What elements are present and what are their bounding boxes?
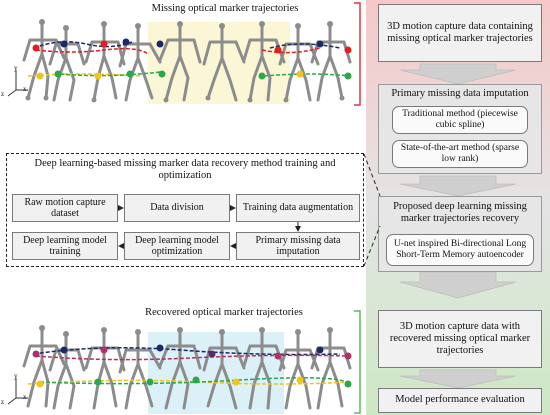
flow-arrows xyxy=(399,63,517,389)
traditional-method-box: Traditional method (piecewise cubic spli… xyxy=(392,106,528,134)
top-axis-x: x xyxy=(23,85,27,93)
method-panel xyxy=(6,153,364,267)
upper-trajectory-left xyxy=(33,41,133,49)
step-data-division: Data division xyxy=(124,194,230,222)
upper-markers xyxy=(32,38,352,54)
lower-markers xyxy=(36,70,352,80)
top-bracket xyxy=(354,2,361,106)
step-training-augmentation: Training data augmentation xyxy=(236,194,360,222)
panel-connectors xyxy=(363,153,381,267)
recovered-trajectories-figure xyxy=(22,325,352,414)
step-model-optimization: Deep learning model optimization xyxy=(124,232,230,260)
state-of-the-art-method-box: State-of-the-art method (sparse low rank… xyxy=(392,140,528,168)
bottom-axes-icon xyxy=(7,378,28,405)
bottom-axis-y: y xyxy=(14,372,18,380)
recovered-markers xyxy=(32,344,352,388)
proposed-recovery-title: Proposed deep learning missing marker tr… xyxy=(393,201,527,225)
missing-trajectories-figure xyxy=(22,19,352,104)
box-mocap-recovered: 3D motion capture data with recovered mi… xyxy=(378,310,542,368)
box-performance-evaluation: Model performance evaluation xyxy=(378,388,542,413)
step-primary-imputation: Primary missing data imputation xyxy=(236,232,360,260)
skeleton-joints xyxy=(25,19,345,103)
step-model-training: Deep learning model training xyxy=(12,232,118,260)
unet-bilstm-box: U-net inspired Bi-directional Long Short… xyxy=(386,234,534,266)
top-axes-icon xyxy=(7,70,28,97)
bottom-caption: Recovered optical marker trajectories xyxy=(145,307,303,318)
top-axis-z: z xyxy=(1,90,5,98)
top-axis-y: y xyxy=(14,64,18,72)
method-flow-arrows xyxy=(118,205,301,249)
top-caption: Missing optical marker trajectories xyxy=(151,3,299,14)
bottom-axis-z: z xyxy=(1,398,5,406)
box-mocap-missing: 3D motion capture data containing missin… xyxy=(378,4,542,62)
step-raw-dataset: Raw motion capture dataset xyxy=(12,194,118,222)
bottom-bracket xyxy=(354,310,361,414)
upper-trajectory-right xyxy=(269,43,341,49)
bottom-axis-x: x xyxy=(23,393,27,401)
method-panel-title: Deep learning-based missing marker data … xyxy=(34,158,336,182)
primary-imputation-title: Primary missing data imputation xyxy=(391,88,529,99)
